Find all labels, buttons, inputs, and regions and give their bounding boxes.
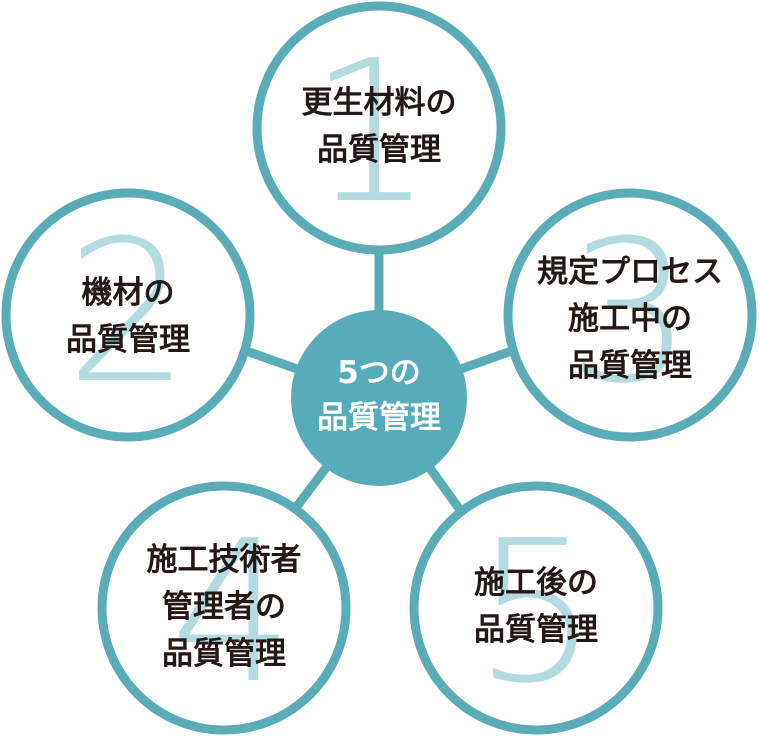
node-5-number: 5 [474, 499, 599, 727]
node-4-label-line-3: 品質管理 [162, 636, 286, 672]
node-4-circle [97, 481, 351, 735]
node-1-number: 1 [309, 19, 434, 247]
node-1-circle [252, 1, 506, 255]
node-3-label-line-3: 品質管理 [568, 348, 692, 384]
node-3-number: 3 [568, 199, 693, 427]
node-5: 5 施工後の 品質管理 [409, 481, 663, 735]
node-4-number: 4 [170, 499, 295, 727]
node-5-circle [409, 481, 663, 735]
node-2-label-line-2: 品質管理 [66, 322, 190, 358]
node-1: 1 更生材料の 品質管理 [252, 1, 506, 255]
center-label-line-2: 品質管理 [317, 400, 441, 436]
node-4-label-line-1: 施工技術者 [147, 542, 302, 578]
center-circle [291, 310, 467, 486]
center-hub: 5つの 品質管理 [291, 310, 467, 486]
node-3-label-line-1: 規定プロセス [537, 254, 723, 290]
node-3-circle [503, 188, 757, 442]
node-4: 4 施工技術者 管理者の 品質管理 [97, 481, 351, 735]
node-1-label-line-1: 更生材料の [302, 85, 457, 121]
node-5-label-line-2: 品質管理 [474, 612, 598, 648]
node-3: 3 規定プロセス 施工中の 品質管理 [503, 188, 757, 442]
node-3-label-line-2: 施工中の [568, 301, 692, 337]
node-2-label-line-1: 機材の [82, 275, 175, 311]
node-2-circle [1, 188, 255, 442]
node-4-label-line-2: 管理者の [162, 589, 286, 625]
node-2: 2 機材の 品質管理 [1, 188, 255, 442]
center-label-line-1: 5つの [337, 355, 421, 391]
node-5-label-line-1: 施工後の [474, 565, 598, 601]
node-1-label-line-2: 品質管理 [317, 132, 441, 168]
node-2-number: 2 [66, 199, 191, 427]
